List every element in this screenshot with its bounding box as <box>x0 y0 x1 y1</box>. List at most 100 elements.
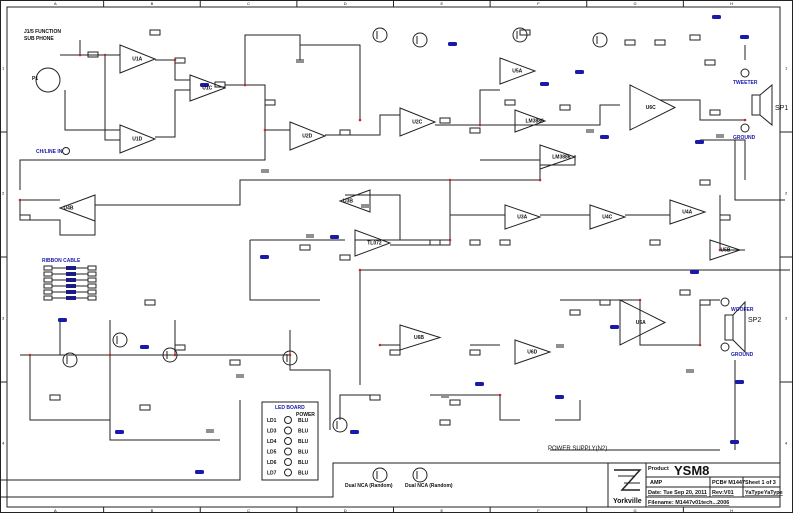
op-amp-label: U4C <box>602 215 612 221</box>
resistor <box>469 349 481 356</box>
ground-label-2: GROUND <box>731 352 754 358</box>
led-board-box <box>261 401 319 481</box>
op-amp-label: U1D <box>132 137 142 143</box>
led-color: BLU <box>298 471 309 477</box>
resistor <box>174 57 186 64</box>
resistor <box>679 289 691 296</box>
ribbon-pin <box>87 283 97 289</box>
net-port-tag <box>735 380 744 384</box>
transistor-symbol <box>412 467 428 483</box>
net-port-tag <box>58 318 67 322</box>
ribbon-pin <box>43 265 53 271</box>
resistor <box>439 419 451 426</box>
ribbon-pin <box>87 277 97 283</box>
net-port-tag <box>540 82 549 86</box>
input-jack-icon <box>62 147 70 155</box>
resistor <box>299 244 311 251</box>
op-amp-label: U3B <box>343 199 353 205</box>
speaker-sp1: SP1 <box>751 83 788 127</box>
ribbon-pin <box>43 289 53 295</box>
grid-column-label: B <box>151 508 154 513</box>
ground-label-1: GROUND <box>733 135 756 141</box>
led-id: LD4 <box>267 439 277 445</box>
junction-node <box>243 83 247 87</box>
transistor-symbol <box>512 27 528 43</box>
net-port-tag <box>690 270 699 274</box>
resistor <box>469 127 481 134</box>
junction-node <box>358 268 362 272</box>
led-board-title: LED BOARD <box>275 405 305 411</box>
op-amp-symbol <box>354 229 392 257</box>
grid-column-label: A <box>54 508 57 513</box>
grid-column-label: G <box>634 1 637 6</box>
junction-node <box>358 118 362 122</box>
net-port-tag <box>200 83 209 87</box>
grid-column-label: H <box>730 1 733 6</box>
op-amp-symbol <box>709 239 742 261</box>
op-amp-label: LM3886 <box>526 119 545 125</box>
tweeter-label: TWEETER <box>733 80 758 86</box>
net-port-tag <box>555 395 564 399</box>
op-amp-label: TL072 <box>367 241 382 247</box>
op-amp-label: U5B <box>721 248 731 254</box>
op-amp-label: U1C <box>202 86 212 92</box>
op-amp-symbol <box>589 204 627 230</box>
resistor <box>689 34 701 41</box>
resistor <box>599 299 611 306</box>
led-icon <box>284 447 292 456</box>
grid-row-label: 2 <box>2 191 5 196</box>
grid-column-label: D <box>344 1 347 6</box>
resistor <box>504 99 516 106</box>
resistor <box>49 394 61 401</box>
grid-row-label: 2 <box>785 191 788 196</box>
resistor <box>429 239 441 246</box>
grid-row-label: 1 <box>2 66 5 71</box>
grid-column-label: B <box>151 1 154 6</box>
op-amp-symbol <box>629 84 677 131</box>
net-port-tag <box>610 325 619 329</box>
led-id: LD5 <box>267 450 277 456</box>
jack-sub-label: SUB PHONE <box>24 36 54 42</box>
resistor <box>624 39 636 46</box>
junction-node <box>448 238 452 242</box>
resistor <box>369 394 381 401</box>
ribbon-pin <box>43 295 53 301</box>
grid-column-label: F <box>537 508 540 513</box>
speaker-sp2: SP2 <box>724 300 761 354</box>
resistor <box>339 129 351 136</box>
op-amp-symbol <box>399 107 437 137</box>
ribbon-cable-title: RIBBON CABLE <box>42 258 81 264</box>
yorkville-logo: Yorkville <box>613 469 642 505</box>
led-icon <box>284 458 292 466</box>
junction-node <box>173 58 177 62</box>
grid-row-label: 4 <box>2 441 5 446</box>
date-value: Date: Tue Sep 20, 2011 <box>648 490 707 496</box>
led-icon <box>284 468 292 477</box>
led-id: LD6 <box>267 460 277 466</box>
net-port-tag <box>575 70 584 74</box>
transistor-symbol <box>62 352 78 368</box>
op-amp-symbol <box>289 121 327 151</box>
resistor <box>19 214 31 221</box>
op-amp-label: U3A <box>517 215 527 221</box>
op-amp-symbol <box>669 199 707 225</box>
resistor <box>699 179 711 186</box>
power-supply-label: POWER SUPPLY(N2) <box>548 446 607 452</box>
led-power-label: POWER <box>296 412 315 418</box>
net-port-tag <box>330 235 339 239</box>
junction-node <box>263 128 267 132</box>
junction-node <box>718 248 722 252</box>
junction-node <box>78 53 82 57</box>
transistor-symbol <box>412 32 428 48</box>
transistor-note-2: Dual NCA (Random) <box>405 483 453 489</box>
pcb-number: PCB# M1447 <box>712 480 745 486</box>
components <box>18 15 749 483</box>
resistor <box>709 109 721 116</box>
net-port-tag <box>448 42 457 46</box>
resistor <box>144 299 156 306</box>
woofer-terminal <box>720 297 730 307</box>
op-amp-symbol <box>504 204 542 230</box>
junction-node <box>538 178 542 182</box>
